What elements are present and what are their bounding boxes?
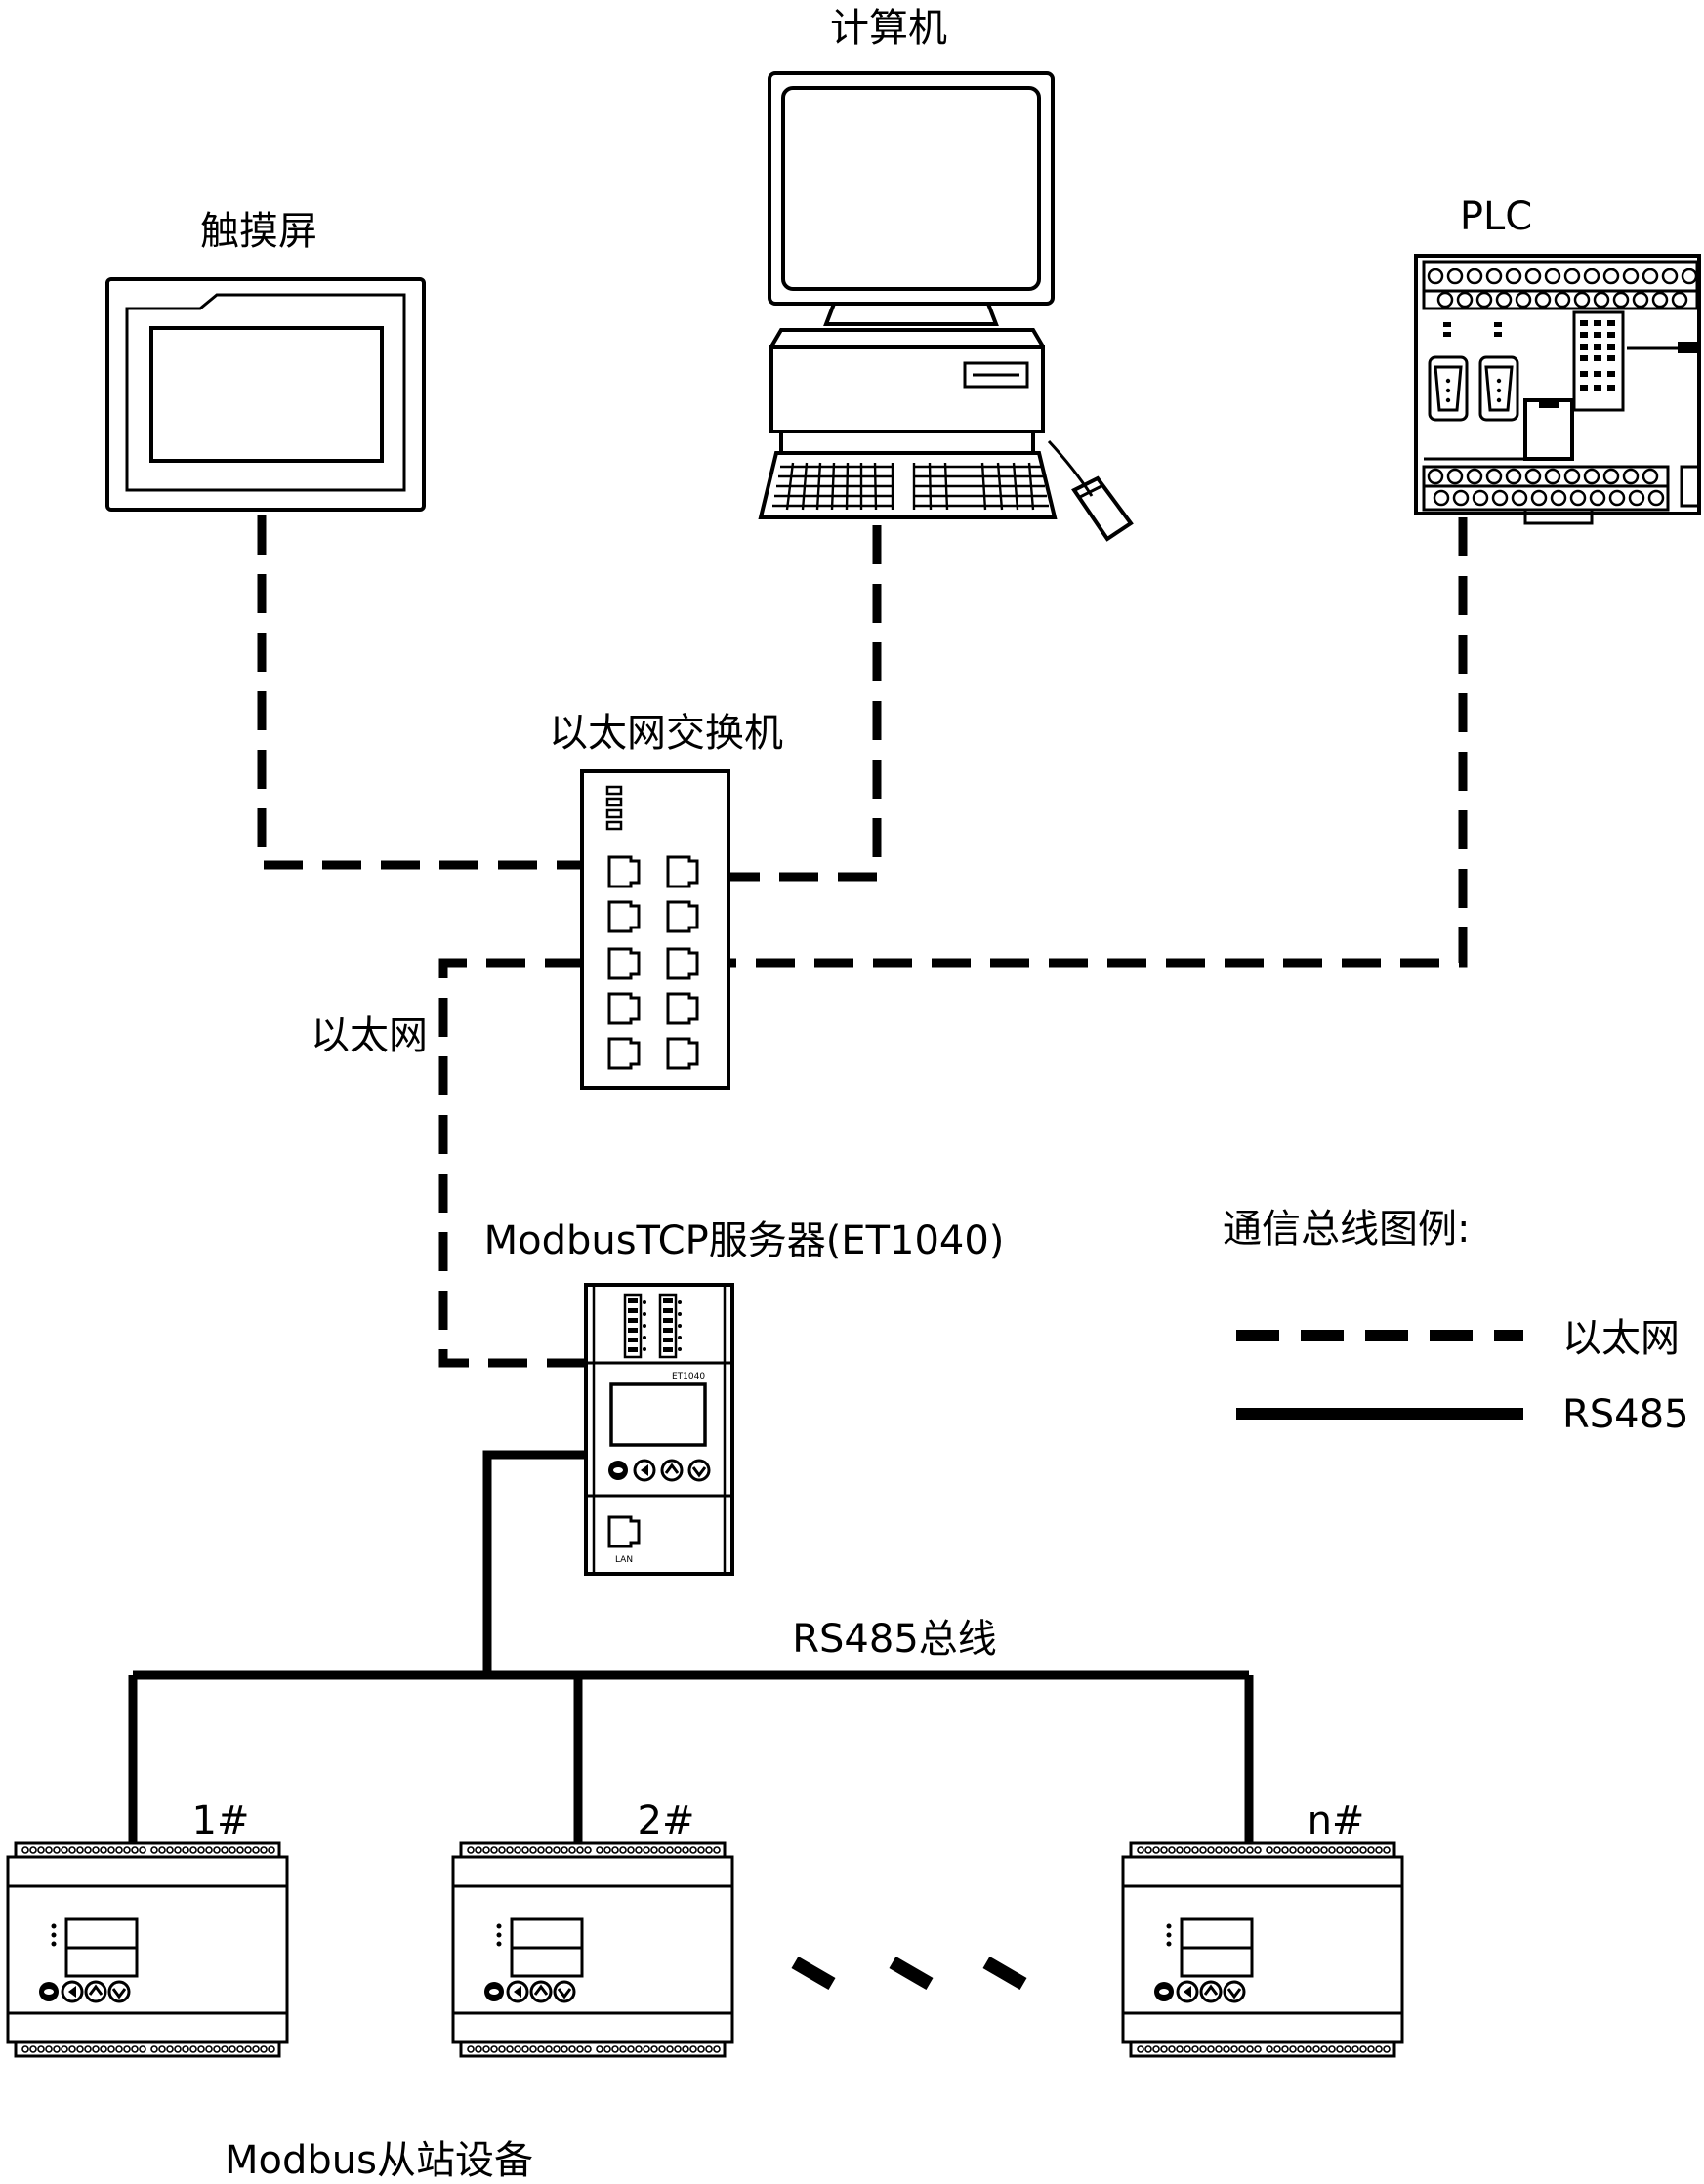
slave-device-n	[1121, 1841, 1404, 2058]
desktop-computer-icon	[758, 71, 1134, 542]
server-rs485-link	[482, 1450, 588, 1675]
computer-label: 计算机	[830, 6, 947, 51]
slave-1-label: 1#	[192, 1798, 250, 1843]
slave-n-label: n#	[1308, 1798, 1365, 1843]
modbus-gateway-icon	[584, 1283, 734, 1576]
slave-device-1	[6, 1841, 289, 2058]
computer-ethernet-link	[727, 525, 882, 882]
plc-label: PLC	[1460, 194, 1532, 239]
legend-rs485-label: RS485	[1562, 1392, 1689, 1437]
server-label: ModbusTCP服务器(ET1040)	[484, 1218, 1005, 1263]
legend-ethernet-label: 以太网	[1562, 1316, 1680, 1361]
more-devices-ellipsis	[791, 1956, 1027, 1991]
server-model-label: ET1040	[672, 1372, 705, 1381]
plc-icon	[1414, 254, 1701, 525]
slaves-caption: Modbus从站设备	[225, 2138, 533, 2183]
touchscreen-ethernet-link	[257, 515, 584, 870]
server-port-label: LAN	[615, 1555, 633, 1565]
legend-title: 通信总线图例:	[1223, 1207, 1470, 1252]
switch-label: 以太网交换机	[549, 711, 783, 756]
touch-panel-icon	[105, 277, 426, 512]
touchscreen-label: 触摸屏	[200, 209, 317, 254]
slave-device-2	[451, 1841, 734, 2058]
slave-2-label: 2#	[638, 1798, 695, 1843]
plc-ethernet-link	[727, 517, 1468, 968]
ethernet-link-label: 以太网	[311, 1013, 428, 1058]
rs485-bus-label: RS485总线	[792, 1617, 997, 1662]
ethernet-switch-icon	[580, 769, 730, 1090]
server-ethernet-link	[438, 958, 588, 1368]
